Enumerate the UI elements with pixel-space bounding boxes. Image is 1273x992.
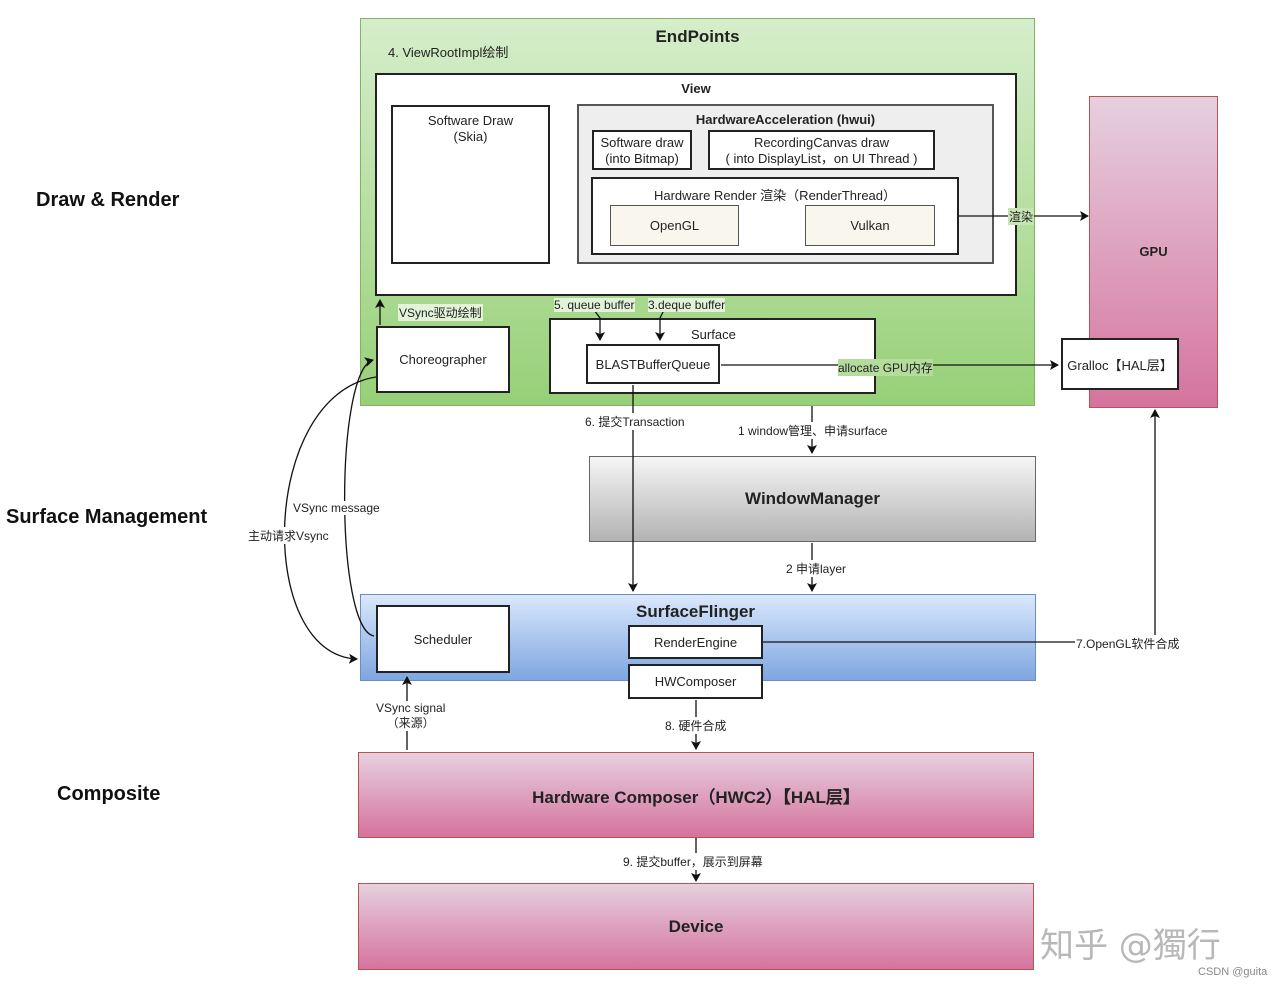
blast-buffer-queue-label: BLASTBufferQueue: [595, 356, 711, 372]
vulkan-box: Vulkan: [805, 205, 935, 246]
gralloc-box: Gralloc【HAL层】: [1061, 338, 1179, 390]
recording-canvas-line1: RecordingCanvas draw: [753, 135, 890, 150]
recording-canvas-line2: ( into DisplayList，on UI Thread ): [725, 151, 918, 166]
hardware-render-title: Hardware Render 渲染（RenderThread）: [653, 188, 897, 203]
device-label: Device: [668, 916, 724, 936]
request-vsync-label: 主动请求Vsync: [247, 527, 330, 544]
request-layer-label: 2 申请layer: [785, 560, 848, 577]
opengl-label: OpenGL: [649, 218, 700, 233]
window-manager-label: WindowManager: [745, 489, 880, 508]
step4-label: 4. ViewRootImpl绘制: [388, 45, 509, 60]
window-manager-box: WindowManager: [589, 456, 1036, 542]
vulkan-label: Vulkan: [850, 218, 890, 233]
choreographer-label: Choreographer: [399, 352, 487, 367]
hwui-title: HardwareAcceleration (hwui): [695, 112, 876, 127]
software-draw-box: Software Draw (Skia): [391, 105, 550, 264]
section-composite-label: Composite: [57, 783, 161, 805]
vsync-signal-line2: （来源）: [386, 716, 435, 730]
vsync-signal-label: VSync signal （来源）: [375, 701, 447, 731]
hwc-box: Hardware Composer（HWC2）【HAL层】: [358, 752, 1034, 838]
recording-canvas-box: RecordingCanvas draw ( into DisplayList，…: [708, 130, 935, 170]
hwcomposer-label: HWComposer: [654, 674, 737, 689]
window-request-label: 1 window管理、申请surface: [737, 422, 889, 439]
allocate-label: allocate GPU内存: [838, 359, 933, 376]
software-bitmap-line1: Software draw: [600, 135, 684, 150]
software-draw-line2: (Skia): [453, 129, 488, 144]
queue-buffer-label: 5. queue buffer: [554, 298, 635, 312]
software-bitmap-line2: (into Bitmap): [605, 151, 679, 166]
view-title: View: [681, 81, 711, 96]
render-engine-box: RenderEngine: [628, 625, 763, 659]
scheduler-box: Scheduler: [376, 605, 510, 673]
choreographer-box: Choreographer: [376, 326, 510, 393]
gpu-title: GPU: [1139, 244, 1168, 259]
surfaceflinger-title: SurfaceFlinger: [636, 602, 756, 621]
vsync-drive-label: VSync驱动绘制: [398, 304, 483, 321]
vsync-signal-line1: VSync signal: [376, 701, 446, 715]
gralloc-label: Gralloc【HAL层】: [1067, 357, 1173, 373]
section-surface-management-label: Surface Management: [6, 506, 208, 528]
surface-title: Surface: [691, 327, 736, 342]
scheduler-label: Scheduler: [413, 631, 473, 647]
hwc-label: Hardware Composer（HWC2）【HAL层】: [532, 787, 860, 807]
render-engine-label: RenderEngine: [653, 634, 738, 650]
software-draw-line1: Software Draw: [427, 113, 514, 128]
blast-buffer-queue-box: BLASTBufferQueue: [586, 344, 720, 384]
vsync-message-label: VSync message: [292, 501, 381, 515]
endpoints-title: EndPoints: [655, 27, 740, 46]
device-box: Device: [358, 883, 1034, 970]
hw-composite-label: 8. 硬件合成: [664, 717, 728, 734]
software-bitmap-box: Software draw (into Bitmap): [592, 130, 692, 170]
hwcomposer-box: HWComposer: [628, 664, 763, 699]
opengl-box: OpenGL: [610, 205, 739, 246]
render-gpu-label: 渲染: [1008, 208, 1035, 225]
zhihu-watermark: 知乎 @獨行: [1040, 926, 1221, 966]
csdn-watermark: CSDN @guita: [1198, 966, 1268, 978]
opengl-composite-label: 7.OpenGL软件合成: [1075, 635, 1181, 652]
submit-buffer-label: 9. 提交buffer，展示到屏幕: [622, 853, 764, 870]
section-draw-render-label: Draw & Render: [36, 189, 180, 211]
deque-buffer-label: 3.deque buffer: [648, 298, 726, 312]
submit-transaction-label: 6. 提交Transaction: [584, 413, 686, 430]
